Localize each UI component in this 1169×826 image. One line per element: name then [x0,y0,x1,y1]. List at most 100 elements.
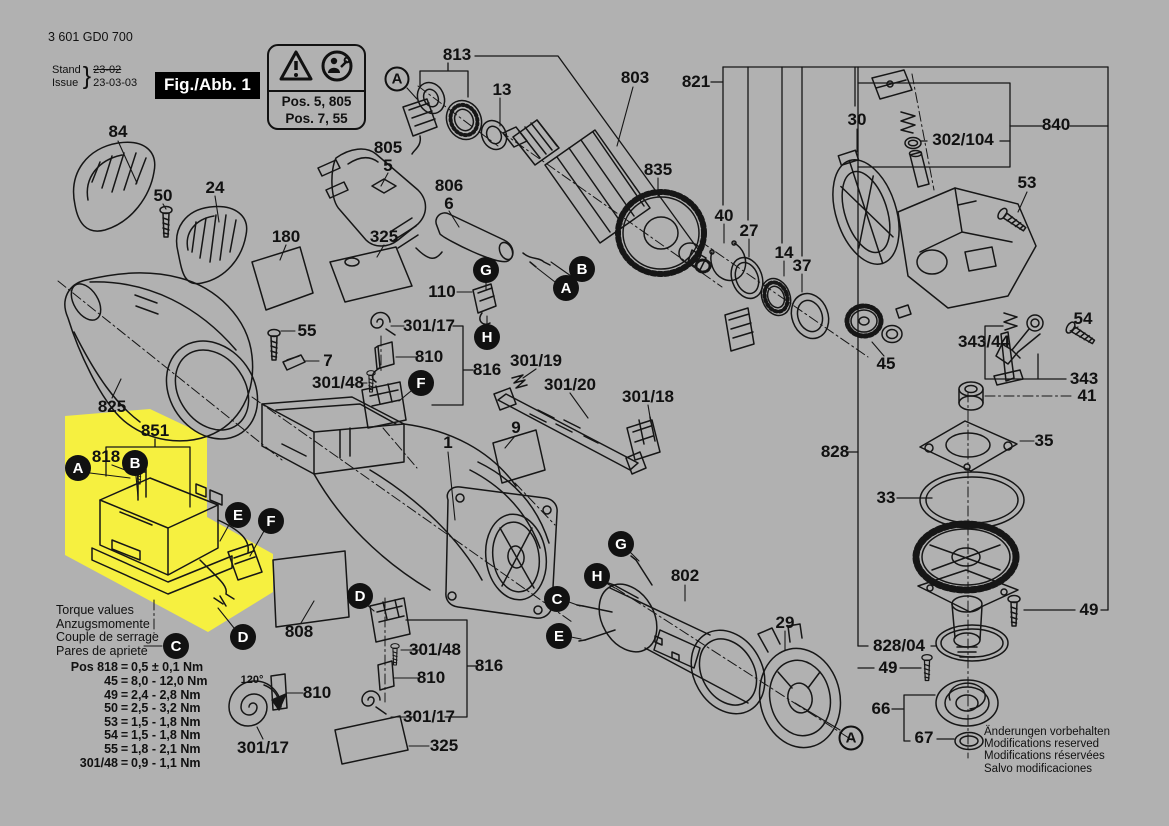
document-number: 3 601 GD0 700 [48,30,133,44]
connector-d-module: D [230,624,256,650]
highlight-region [65,409,273,632]
o-ring-33 [919,471,1025,529]
part-label-840: 840 [1041,115,1071,134]
warning-pos-line-2: Pos. 7, 55 [285,111,348,126]
warning-triangle-icon [278,49,314,88]
part-label-45: 45 [876,354,896,373]
terminal-part-top [402,98,438,155]
warning-box: Pos. 5, 805 Pos. 7, 55 [267,44,366,130]
part-label-30: 30 [847,110,867,129]
power-plug-805 [317,148,427,249]
part-label-9: 9 [511,418,521,437]
lock-lever-343 [993,312,1044,386]
part-label-27: 27 [739,221,759,240]
baffle-plate-29 [757,623,842,749]
crown-gear-assembly [912,520,1020,658]
revision-date-new: 23-03-03 [93,76,138,89]
part-label-813: 813 [442,45,472,64]
sheet-325-top [329,246,413,303]
ref-circle-a-bottom: A [838,725,864,751]
note-en: Modifications reserved [984,738,1100,751]
washer-67 [954,731,984,751]
part-label-802: 802 [670,566,700,585]
bearing-plate-30 [832,149,900,265]
bearing-set-813 [416,81,508,151]
figure-badge: Fig./Abb. 1 [155,72,260,99]
part-label-810-detail: 810 [302,683,332,702]
part-label-816-upper: 816 [472,360,502,379]
part-label-50: 50 [153,186,173,205]
part-label-24: 24 [205,178,225,197]
part-label-53: 53 [1017,173,1037,192]
torque-row: 53=1,5 - 1,8 Nm [104,714,201,729]
torque-title-de: Anzugsmomente [56,616,150,631]
part-label-301-48-lower: 301/48 [409,640,461,659]
part-label-302-104: 302/104 [932,130,994,149]
part-label-325-top: 325 [369,227,399,246]
part-label-808: 808 [284,622,314,641]
switch-lock-110 [472,283,497,325]
part-label-29: 29 [775,613,795,632]
part-label-828: 828 [820,442,850,461]
connector-f-brush: F [408,370,434,396]
connector-g-lock: G [473,257,499,283]
connector-d-brush: D [347,583,373,609]
part-label-35: 35 [1034,431,1054,450]
part-label-806-6: 806 6 [434,176,464,213]
gear-housing-head [897,187,1037,309]
part-label-825: 825 [97,397,127,416]
part-label-803: 803 [620,68,650,87]
ref-circle-a-top: A [384,66,410,92]
bushing-41 [958,381,984,411]
flange-plate-35 [919,420,1018,472]
connector-b-module: B [122,450,148,476]
torque-row: Pos 818=0,5 ± 0,1 Nm [70,660,204,675]
read-manual-icon [319,49,355,88]
brush-assembly-upper-816 [361,311,407,429]
bracket-lines [105,55,1109,742]
part-label-55: 55 [297,321,317,340]
part-label-301-17-lower: 301/17 [403,707,455,726]
spindle-lock-parts [871,69,930,188]
part-label-301-18: 301/18 [622,387,674,406]
part-label-301-20: 301/20 [544,375,596,394]
part-label-67: 67 [914,728,934,747]
part-label-816-lower: 816 [474,656,504,675]
switch-rod-parts [493,374,661,475]
torque-title-fr: Couple de serrage [56,630,159,645]
note-de: Änderungen vorbehalten [984,726,1110,738]
revision-brace: } [82,62,92,90]
note-es: Salvo modificaciones [984,762,1093,775]
motor-housing-825 [64,272,259,442]
sheet-325-bottom [334,715,409,765]
part-label-54: 54 [1073,309,1093,328]
spring-detail-120 [228,673,288,727]
part-label-180: 180 [271,227,301,246]
revision-label-stand: Stand [52,64,81,76]
part-label-84: 84 [108,122,128,141]
torque-row: 49=2,4 - 2,8 Nm [104,687,201,702]
torque-row: 301/48=0,9 - 1,1 Nm [79,755,201,770]
part-label-110: 110 [428,282,456,301]
connector-f-module: F [258,508,284,534]
note-fr: Modifications réservées [984,750,1105,763]
connector-g-stator: G [608,531,634,557]
revision-date-old: 23-02 [93,64,122,76]
part-label-301-48-upper: 301/48 [312,373,364,392]
connector-a-module: A [65,455,91,481]
brush-assembly-lower-816 [361,597,411,715]
torque-row: 50=2,5 - 3,2 Nm [104,701,201,716]
sheet-808 [272,550,350,628]
part-label-325-bottom: 325 [429,736,459,755]
warning-pos-line-1: Pos. 5, 805 [281,94,352,109]
part-label-805-5: 805 5 [373,138,403,175]
torque-row: 55=1,8 - 2,1 Nm [104,741,201,756]
revision-label-issue: Issue [52,76,79,89]
part-label-301-17-detail: 301/17 [237,738,289,757]
torque-title-en: Torque values [56,603,134,617]
sheet-9 [492,429,546,484]
part-label-49-left: 49 [878,658,898,677]
connector-h-lock: H [474,324,500,350]
part-label-343: 343 [1069,369,1099,388]
